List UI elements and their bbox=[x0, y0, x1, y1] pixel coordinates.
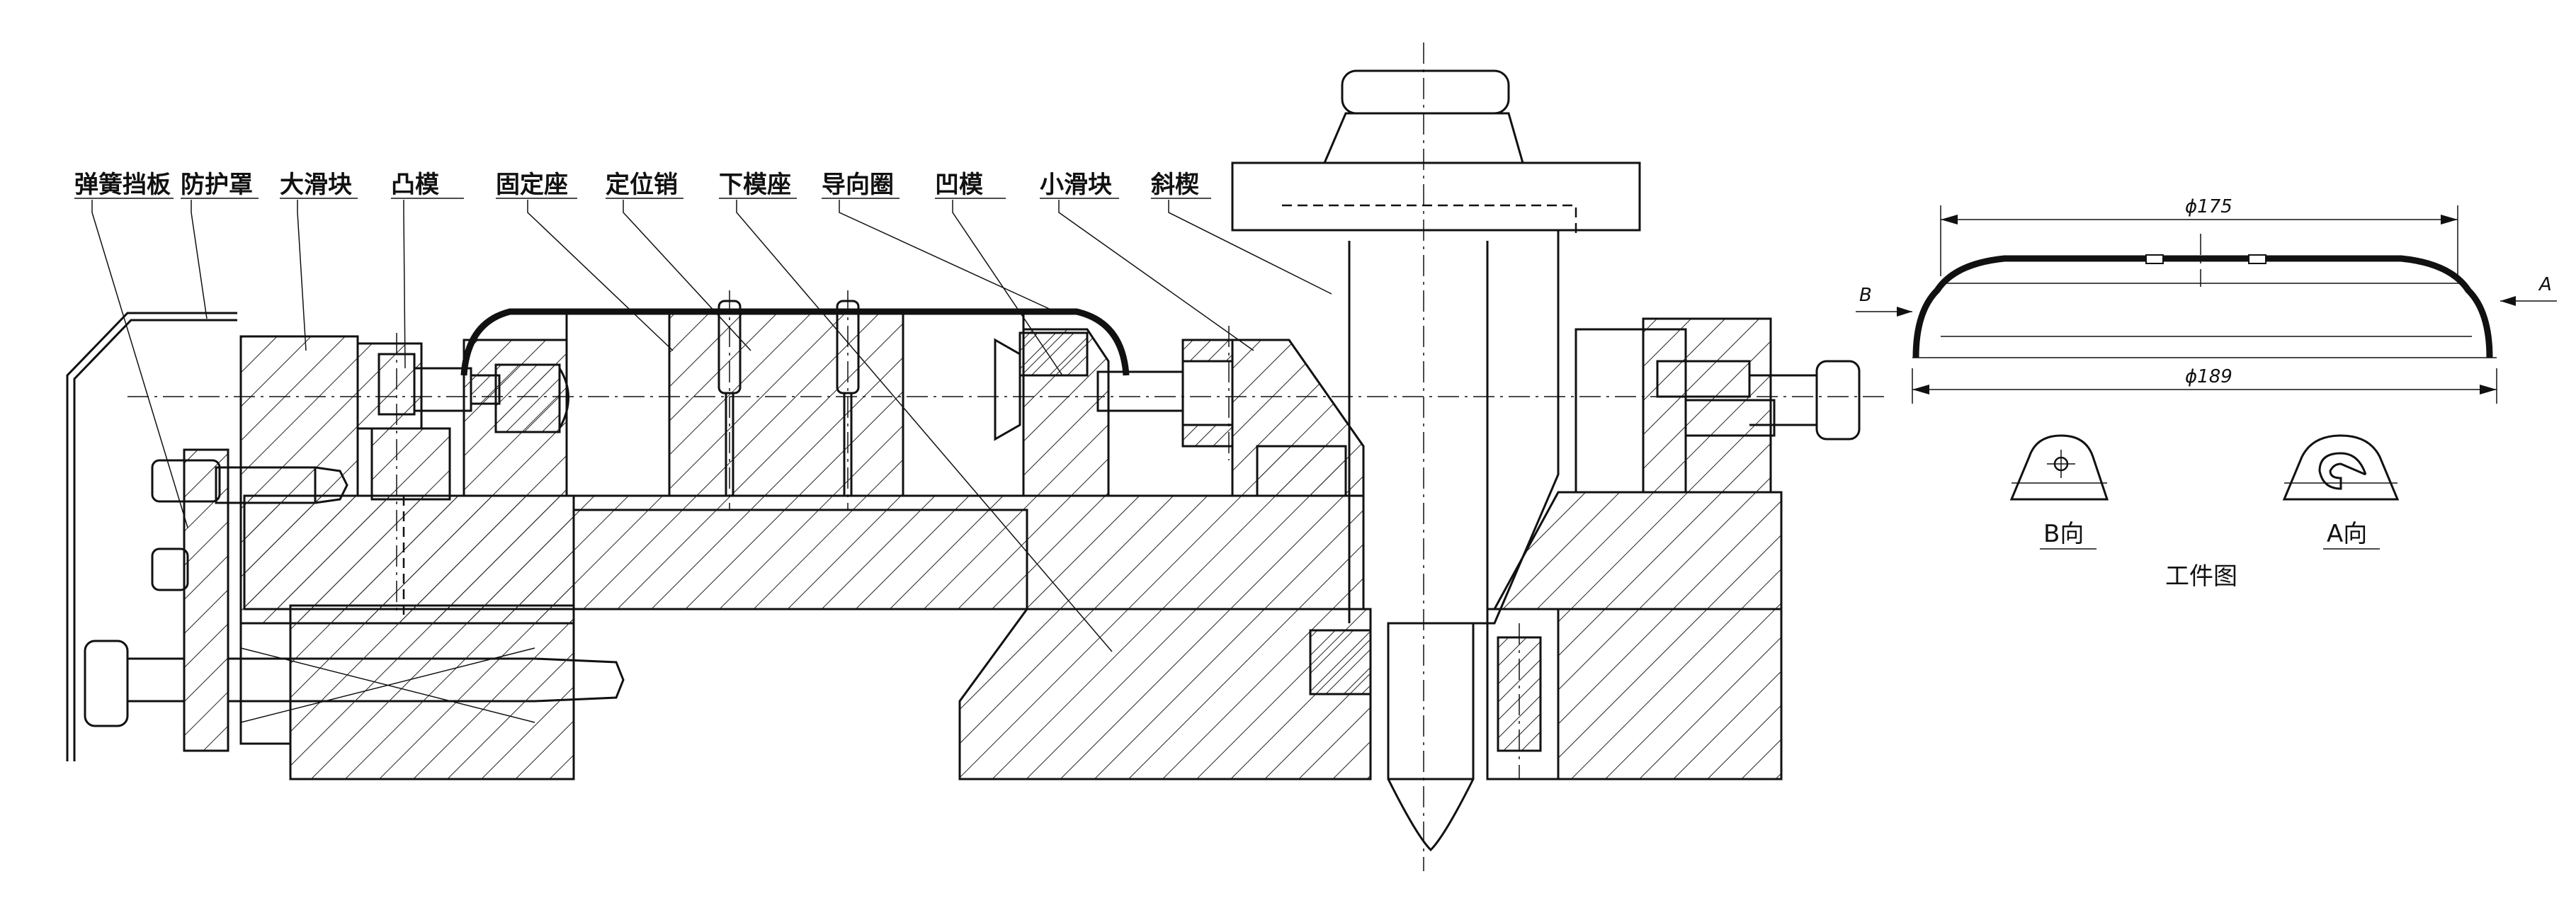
label-punch: 凸模 bbox=[391, 171, 439, 199]
right-block-section bbox=[1492, 491, 1783, 610]
workpiece-in-die bbox=[460, 308, 1130, 376]
label-die: 凹模 bbox=[935, 171, 983, 199]
view-letter-a: A bbox=[2538, 274, 2552, 295]
wedge-upper bbox=[1231, 69, 1641, 852]
label-spring-plate: 弹簧挡板 bbox=[74, 171, 171, 199]
workpiece-title: 工件图 bbox=[2165, 562, 2237, 591]
lower-left-block bbox=[289, 604, 575, 780]
label-guard: 防护罩 bbox=[181, 171, 253, 199]
label-large-slider: 大滑块 bbox=[280, 171, 352, 199]
workpiece-drawing: ϕ175 B A ϕ189 B向 A向 bbox=[1856, 196, 2557, 591]
label-locating-pin: 定位销 bbox=[606, 171, 678, 199]
part-labels: 弹簧挡板 防护罩 大滑块 凸模 固定座 定位销 下模座 导向圈 凹模 小滑块 斜… bbox=[74, 171, 1332, 652]
central-fixed-seat bbox=[668, 310, 904, 497]
fixed-seat bbox=[565, 310, 671, 497]
view-letter-b: B bbox=[1859, 285, 1872, 306]
guard-outline bbox=[66, 312, 237, 761]
view-a-caption: A向 bbox=[2327, 520, 2367, 548]
dim-phi189: ϕ189 bbox=[2185, 366, 2232, 387]
view-b-caption: B向 bbox=[2043, 520, 2084, 548]
label-guide-ring: 导向圈 bbox=[822, 171, 894, 199]
spring-plate-section bbox=[183, 448, 229, 752]
label-fixed-seat: 固定座 bbox=[496, 171, 568, 199]
lower-die-seat-section bbox=[243, 494, 1365, 610]
view-a-shape bbox=[2282, 434, 2400, 501]
dim-phi175: ϕ175 bbox=[2185, 196, 2232, 217]
label-lower-die-seat: 下模座 bbox=[719, 171, 791, 199]
workpiece-profile bbox=[1912, 255, 2493, 358]
label-wedge: 斜楔 bbox=[1151, 171, 1199, 199]
assembly-section bbox=[66, 42, 1884, 871]
label-small-slider: 小滑块 bbox=[1040, 171, 1112, 199]
view-b-shape bbox=[2009, 434, 2109, 501]
lower-base-section bbox=[958, 608, 1372, 780]
punch-holder bbox=[356, 342, 423, 430]
